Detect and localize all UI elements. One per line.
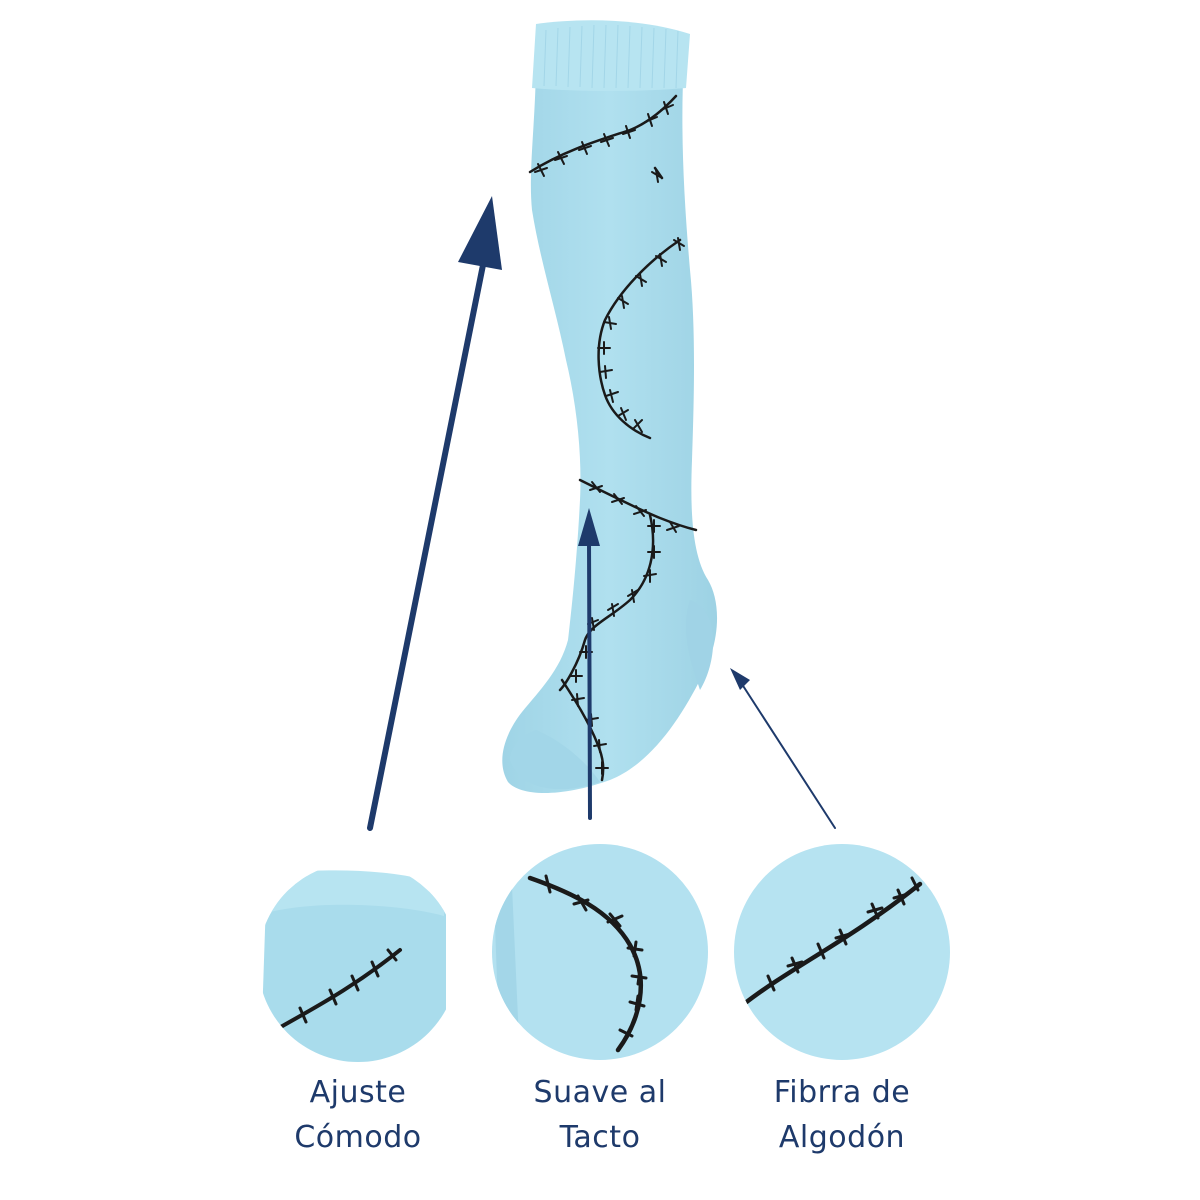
sock-body: [502, 58, 718, 793]
stitch-crosses: [534, 101, 685, 775]
sock-heel: [685, 600, 714, 690]
sock-cuff: [532, 20, 690, 91]
arrow-comfort-fit: [367, 196, 502, 831]
arrow-soft-touch: [578, 508, 600, 820]
feature-label-line: Tacto: [559, 1120, 641, 1155]
detail-circle-comfort-fit: [258, 862, 458, 1062]
feature-label-line: Fibrra de: [773, 1075, 911, 1110]
cuff-ribbing: [543, 24, 679, 89]
arrow-cotton-fiber: [730, 668, 836, 829]
feature-label-cotton-fiber: Fibrra de Algodón: [712, 1070, 972, 1160]
detail-circle-cotton-fiber: [734, 844, 950, 1060]
feature-label-line: Suave al: [533, 1075, 667, 1110]
feature-label-line: Ajuste: [309, 1075, 407, 1110]
feature-label-line: Algodón: [778, 1120, 906, 1155]
feature-label-comfort-fit: Ajuste Cómodo: [228, 1070, 488, 1160]
sock-toe: [510, 730, 600, 790]
feature-label-line: Cómodo: [294, 1120, 422, 1155]
sock-image: [502, 20, 718, 793]
detail-circle-soft-touch: [492, 844, 708, 1060]
feature-label-soft-touch: Suave al Tacto: [470, 1070, 730, 1160]
